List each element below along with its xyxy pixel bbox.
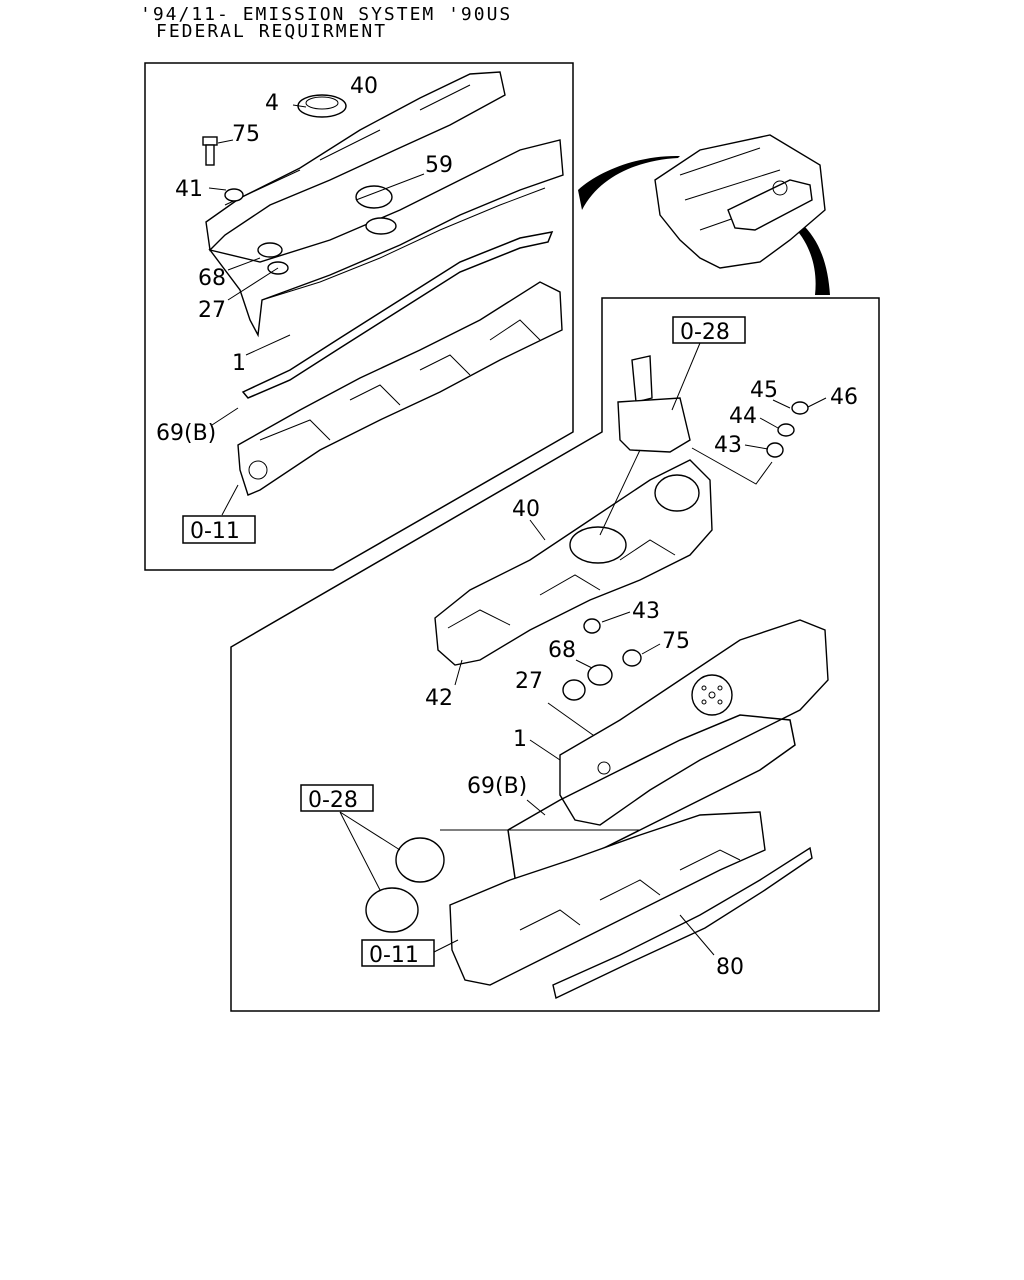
ref-0-11-lower: 0-11 bbox=[369, 943, 419, 968]
callout-41: 41 bbox=[175, 177, 203, 202]
cylinder-head-top bbox=[237, 281, 563, 496]
arrow-to-top-panel bbox=[578, 155, 680, 210]
callout-27: 27 bbox=[198, 298, 226, 323]
ref-box-0-28-lower bbox=[300, 784, 374, 812]
callout-69b-bottom: 69(B) bbox=[467, 774, 527, 799]
callout-4: 4 bbox=[265, 91, 279, 116]
bottom-panel-frame bbox=[230, 297, 880, 1012]
callout-46: 46 bbox=[830, 385, 858, 410]
manifold-gasket-80 bbox=[552, 846, 813, 1000]
callout-59: 59 bbox=[425, 153, 453, 178]
callout-68-bottom: 68 bbox=[548, 638, 576, 663]
valve-cover-top bbox=[205, 71, 506, 252]
valve-cover-bottom-lower bbox=[559, 619, 829, 826]
nut-41 bbox=[224, 188, 244, 202]
callout-44: 44 bbox=[729, 404, 757, 429]
rubber-plug-upper bbox=[395, 837, 445, 883]
callout-40: 40 bbox=[350, 74, 378, 99]
engine-block-thumb bbox=[654, 134, 826, 269]
washer-44 bbox=[777, 423, 795, 437]
callout-75-bottom: 75 bbox=[662, 629, 690, 654]
engine-locator-thumbnail bbox=[578, 134, 830, 295]
washer-68 bbox=[257, 242, 283, 258]
bolt-75 bbox=[202, 136, 218, 146]
top-panel: 40 4 75 41 59 68 27 1 69(B) 0-11 bbox=[144, 62, 574, 571]
valve-cover-port bbox=[569, 526, 627, 564]
arrow-to-bottom-panel bbox=[795, 222, 830, 295]
pcv-valve bbox=[617, 397, 691, 453]
ref-box-0-11-top bbox=[182, 515, 256, 544]
top-panel-frame bbox=[144, 62, 574, 571]
bottom-panel: 0-28 45 46 44 43 40 42 43 68 75 27 bbox=[230, 297, 880, 1012]
callout-68: 68 bbox=[198, 266, 226, 291]
bolt-75-bottom bbox=[622, 649, 642, 667]
seal-27-bottom bbox=[562, 679, 586, 701]
cover-breather-plate bbox=[691, 674, 733, 716]
valve-cover-bottom-upper bbox=[434, 459, 713, 666]
grommet-59 bbox=[355, 185, 393, 209]
ref-0-28-lower: 0-28 bbox=[308, 788, 358, 813]
grommet-43-lower bbox=[583, 618, 601, 634]
callout-1-bottom: 1 bbox=[513, 727, 527, 752]
nut-46 bbox=[791, 401, 809, 415]
rubber-plug-lower bbox=[365, 887, 419, 933]
diagram-title-line2: FEDERAL REQUIRMENT bbox=[156, 21, 388, 42]
callout-40-bottom: 40 bbox=[512, 497, 540, 522]
ref-box-0-28-upper bbox=[672, 316, 746, 344]
callout-75: 75 bbox=[232, 122, 260, 147]
callout-80: 80 bbox=[716, 955, 744, 980]
pcv-tube bbox=[631, 355, 653, 403]
callout-42: 42 bbox=[425, 686, 453, 711]
ref-0-28-upper: 0-28 bbox=[680, 320, 730, 345]
gasket-69b bbox=[241, 231, 554, 399]
callout-45: 45 bbox=[750, 378, 778, 403]
callout-43-lower: 43 bbox=[632, 599, 660, 624]
washer-68-bottom bbox=[587, 664, 613, 686]
callout-27-bottom: 27 bbox=[515, 669, 543, 694]
callout-43-upper: 43 bbox=[714, 433, 742, 458]
oil-filler-cap bbox=[297, 94, 347, 118]
cylinder-head-bottom bbox=[449, 811, 766, 986]
callout-69b: 69(B) bbox=[156, 421, 216, 446]
grommet-43-upper bbox=[766, 442, 784, 458]
ref-box-0-11-lower bbox=[361, 939, 435, 967]
callout-1: 1 bbox=[232, 351, 246, 376]
ref-0-11-top: 0-11 bbox=[190, 519, 240, 544]
diagram-title-line1: '94/11- EMISSION SYSTEM '90US bbox=[140, 4, 513, 25]
